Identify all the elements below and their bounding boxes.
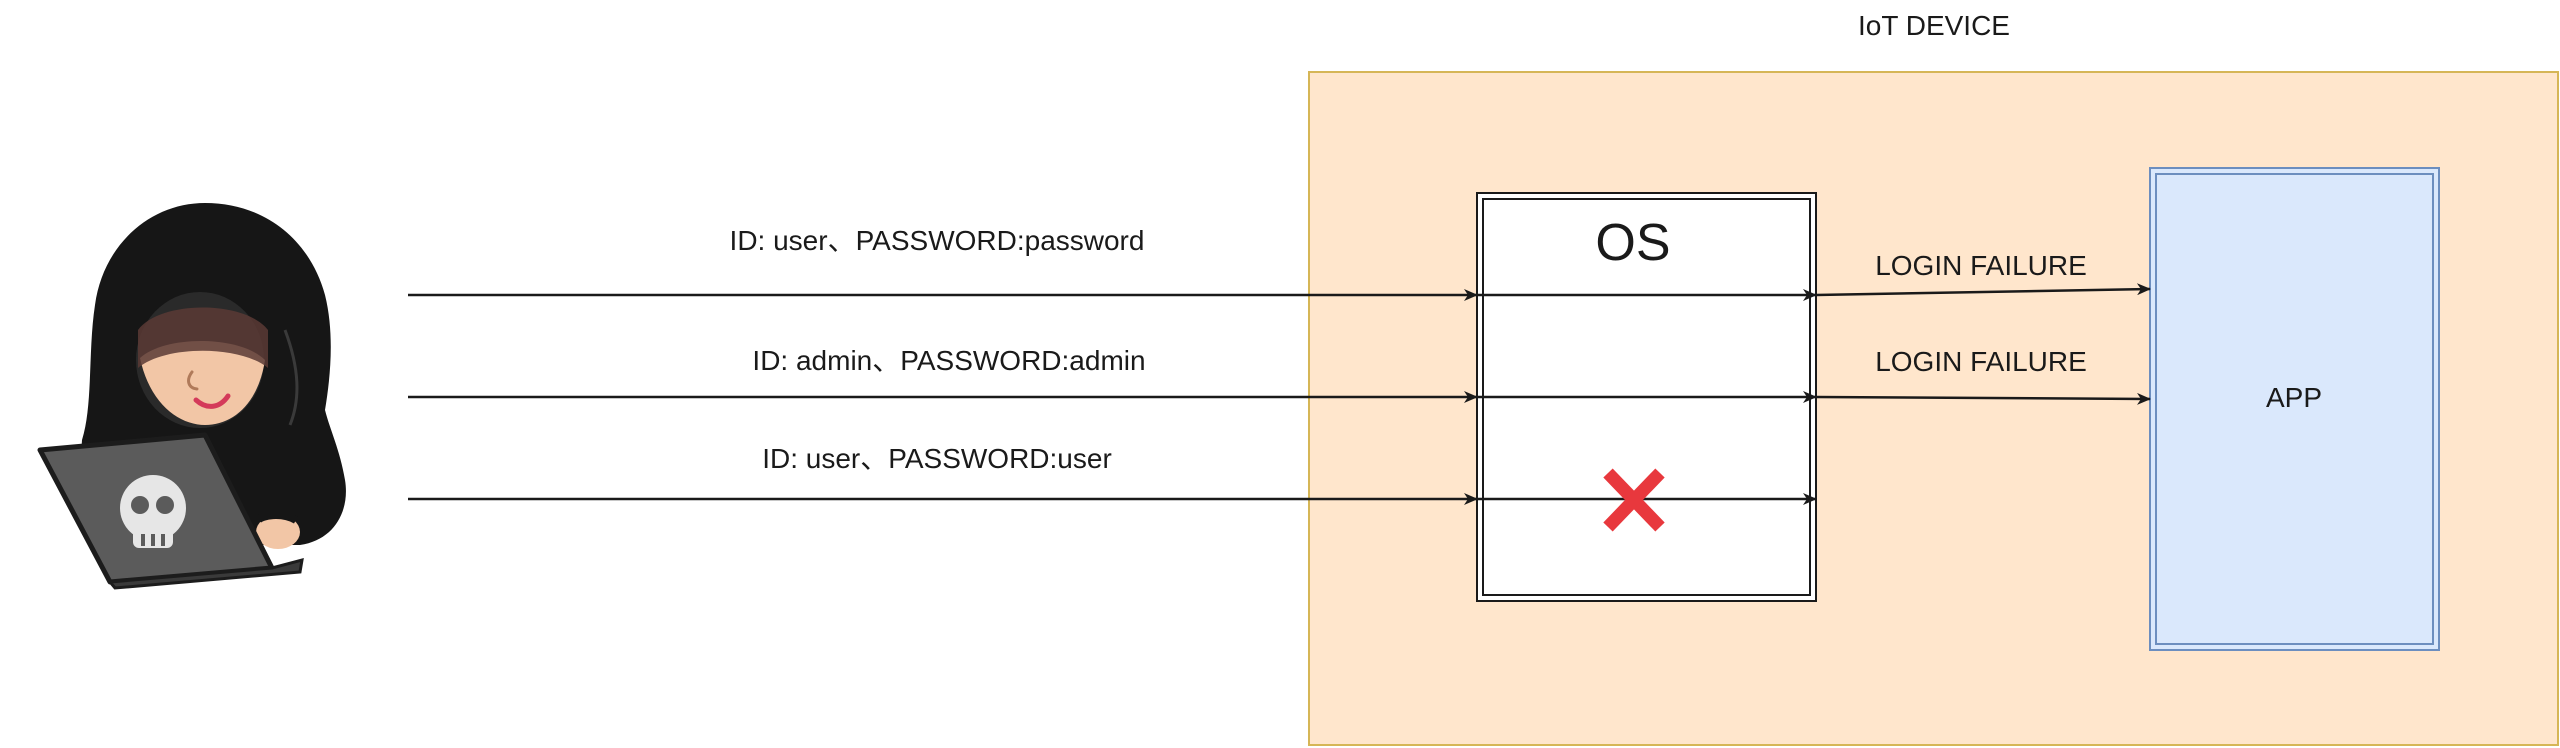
os-label: OS — [1595, 214, 1671, 272]
attempt-credentials: ID: admin、PASSWORD:admin — [752, 345, 1146, 376]
login-result: LOGIN FAILURE — [1875, 346, 2087, 377]
attempt-credentials: ID: user、PASSWORD:password — [729, 225, 1145, 256]
x-mark-icon — [1603, 468, 1665, 532]
app-box — [2149, 167, 2440, 651]
hacker-icon — [37, 203, 346, 590]
app-arrow-2 — [1815, 392, 2151, 405]
device-title: IoT DEVICE — [1858, 10, 2010, 41]
app-arrow-1 — [1815, 283, 2151, 297]
app-label: APP — [2265, 382, 2323, 413]
login-result: LOGIN FAILURE — [1875, 250, 2087, 281]
skull-icon — [120, 475, 186, 548]
attempt-credentials: ID: user、PASSWORD:user — [762, 443, 1112, 474]
